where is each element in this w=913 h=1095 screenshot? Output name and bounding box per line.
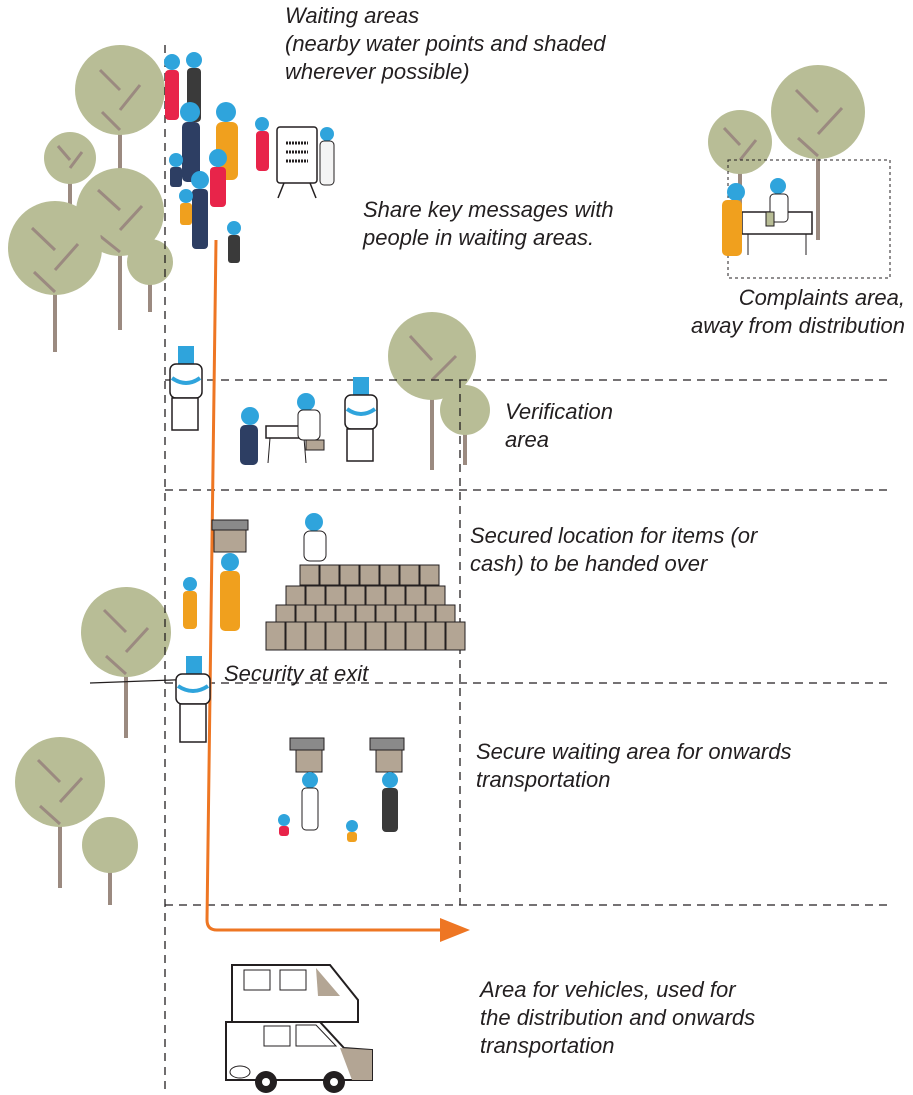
key-messages-label: Share key messages with people in waitin… [363,196,614,252]
label-line: Security at exit [224,661,369,686]
secure-waiting-label: Secure waiting area for onwards transpor… [476,738,792,794]
complaints-area-label: Complaints area, away from distribution [691,284,905,340]
crate-box [425,585,446,607]
crate-box [365,585,386,607]
trees [8,45,865,905]
crate-box [405,585,426,607]
label-line: area [505,427,550,452]
crate-box [325,621,346,651]
crate-box [419,564,440,586]
crate-box [425,621,446,651]
label-line: Secure waiting area for onwards [476,739,792,764]
label-line: Waiting areas [285,3,420,28]
person-icon [220,553,240,631]
crate-box [265,621,286,651]
crate-icon [289,737,325,773]
crate-box [305,621,326,651]
guard-icon [344,377,378,462]
person-icon [382,772,398,832]
label-line: Complaints area, [738,285,905,310]
tree-icon [81,587,171,738]
crate-box [405,621,426,651]
vehicle-icon [231,964,359,1023]
verification-area-label: Verification area [505,398,613,454]
tree-icon [127,239,173,312]
waiting-areas-label: Waiting areas (nearby water points and s… [285,2,605,86]
person-icon [180,102,200,182]
crate-box [285,621,306,651]
person-icon [169,153,183,187]
person-icon [278,814,290,836]
person-icon [179,189,193,225]
waiting-crowd [164,52,335,263]
label-line: Secured location for items (or [470,523,758,548]
person-icon [255,117,269,171]
crate-icon [211,519,249,553]
tree-icon [771,65,865,240]
person-icon [227,221,241,263]
crate-icon [265,564,466,651]
crate-box [385,585,406,607]
verification-scene [240,393,325,465]
label-line: (nearby water points and shaded [285,31,606,56]
vehicle-icon [225,1021,373,1093]
staff-icon [297,393,325,451]
tree-icon [440,385,490,465]
crate-box [445,621,466,651]
guard-icon [175,656,211,743]
label-line: transportation [476,767,611,792]
person-icon [240,407,259,465]
person-icon [183,577,197,629]
label-line: Area for vehicles, used for [480,977,736,1002]
secure-waiting-scene [278,737,405,842]
label-line: Share key messages with [363,197,614,222]
handover-scene [183,513,466,651]
crate-box [345,621,366,651]
secured-location-label: Secured location for items (or cash) to … [470,522,757,578]
flow-arrow-icon [205,239,470,942]
crate-box [285,585,306,607]
tree-icon [82,817,138,905]
crate-box [385,621,406,651]
security-exit-label: Security at exit [224,660,368,688]
label-line: Verification [505,399,614,424]
crate-box [299,564,320,586]
label-line: wherever possible) [285,59,470,84]
complaints-scene [722,178,813,256]
person-icon [346,820,358,842]
person-icon [209,149,227,207]
label-line: transportation [480,1033,615,1058]
crate-box [325,585,346,607]
crate-icon [369,737,405,773]
crate-box [345,585,366,607]
tree-icon [8,201,102,352]
person-icon [191,171,209,249]
crate-box [339,564,360,586]
staff-icon [765,178,789,227]
crate-box [319,564,340,586]
staff-icon [303,513,327,562]
crate-box [359,564,380,586]
person-icon [301,772,319,831]
crate-box [365,621,386,651]
label-line: cash) to be handed over [470,551,708,576]
guard-icon [169,346,203,431]
label-line: people in waiting areas. [363,225,595,250]
tree-icon [15,737,105,888]
crate-box [305,585,326,607]
zone-boundaries [164,45,890,1090]
tree-icon [388,312,476,470]
vehicles-area-label: Area for vehicles, used for the distribu… [480,976,755,1060]
person-icon [722,183,745,256]
person-icon [164,54,180,120]
label-line: away from distribution [691,313,905,338]
crate-box [379,564,400,586]
crate-box [399,564,420,586]
notice-board-icon [276,126,318,199]
person-icon [319,127,335,186]
label-line: the distribution and onwards [480,1005,756,1030]
